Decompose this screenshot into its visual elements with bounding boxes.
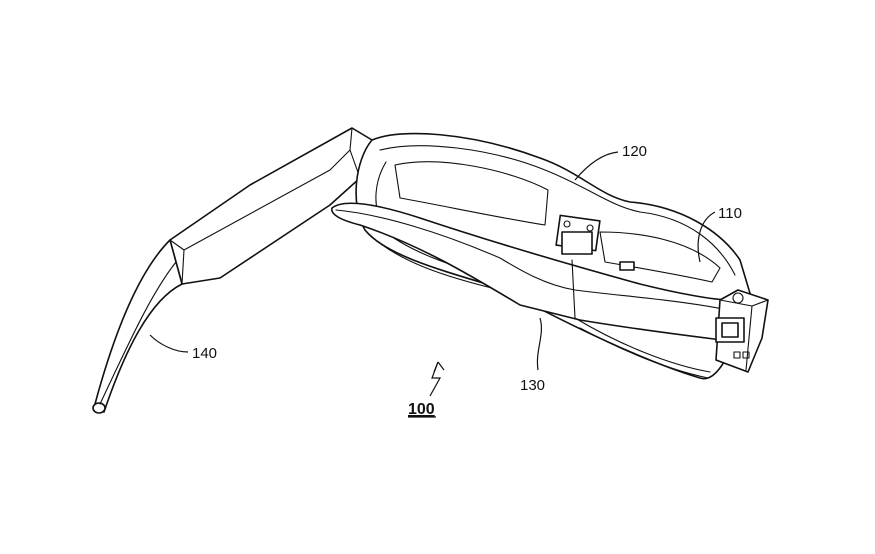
bridge-mechanism (555, 214, 635, 271)
earpiece (92, 239, 183, 414)
leader-100-arrow (433, 361, 445, 373)
display-unit-block (715, 289, 769, 373)
lower-rim (574, 317, 711, 379)
label-frame: 120 (622, 143, 647, 160)
label-temple-arm: 130 (520, 377, 545, 394)
frame (355, 132, 753, 380)
leader-130 (536, 317, 542, 371)
label-earpiece: 140 (192, 345, 217, 362)
leader-100 (429, 361, 442, 397)
label-device: 100 (408, 401, 435, 418)
leader-110 (697, 211, 716, 263)
leader-140 (149, 334, 189, 353)
leader-120 (574, 151, 619, 181)
label-display-unit: 110 (718, 205, 742, 222)
